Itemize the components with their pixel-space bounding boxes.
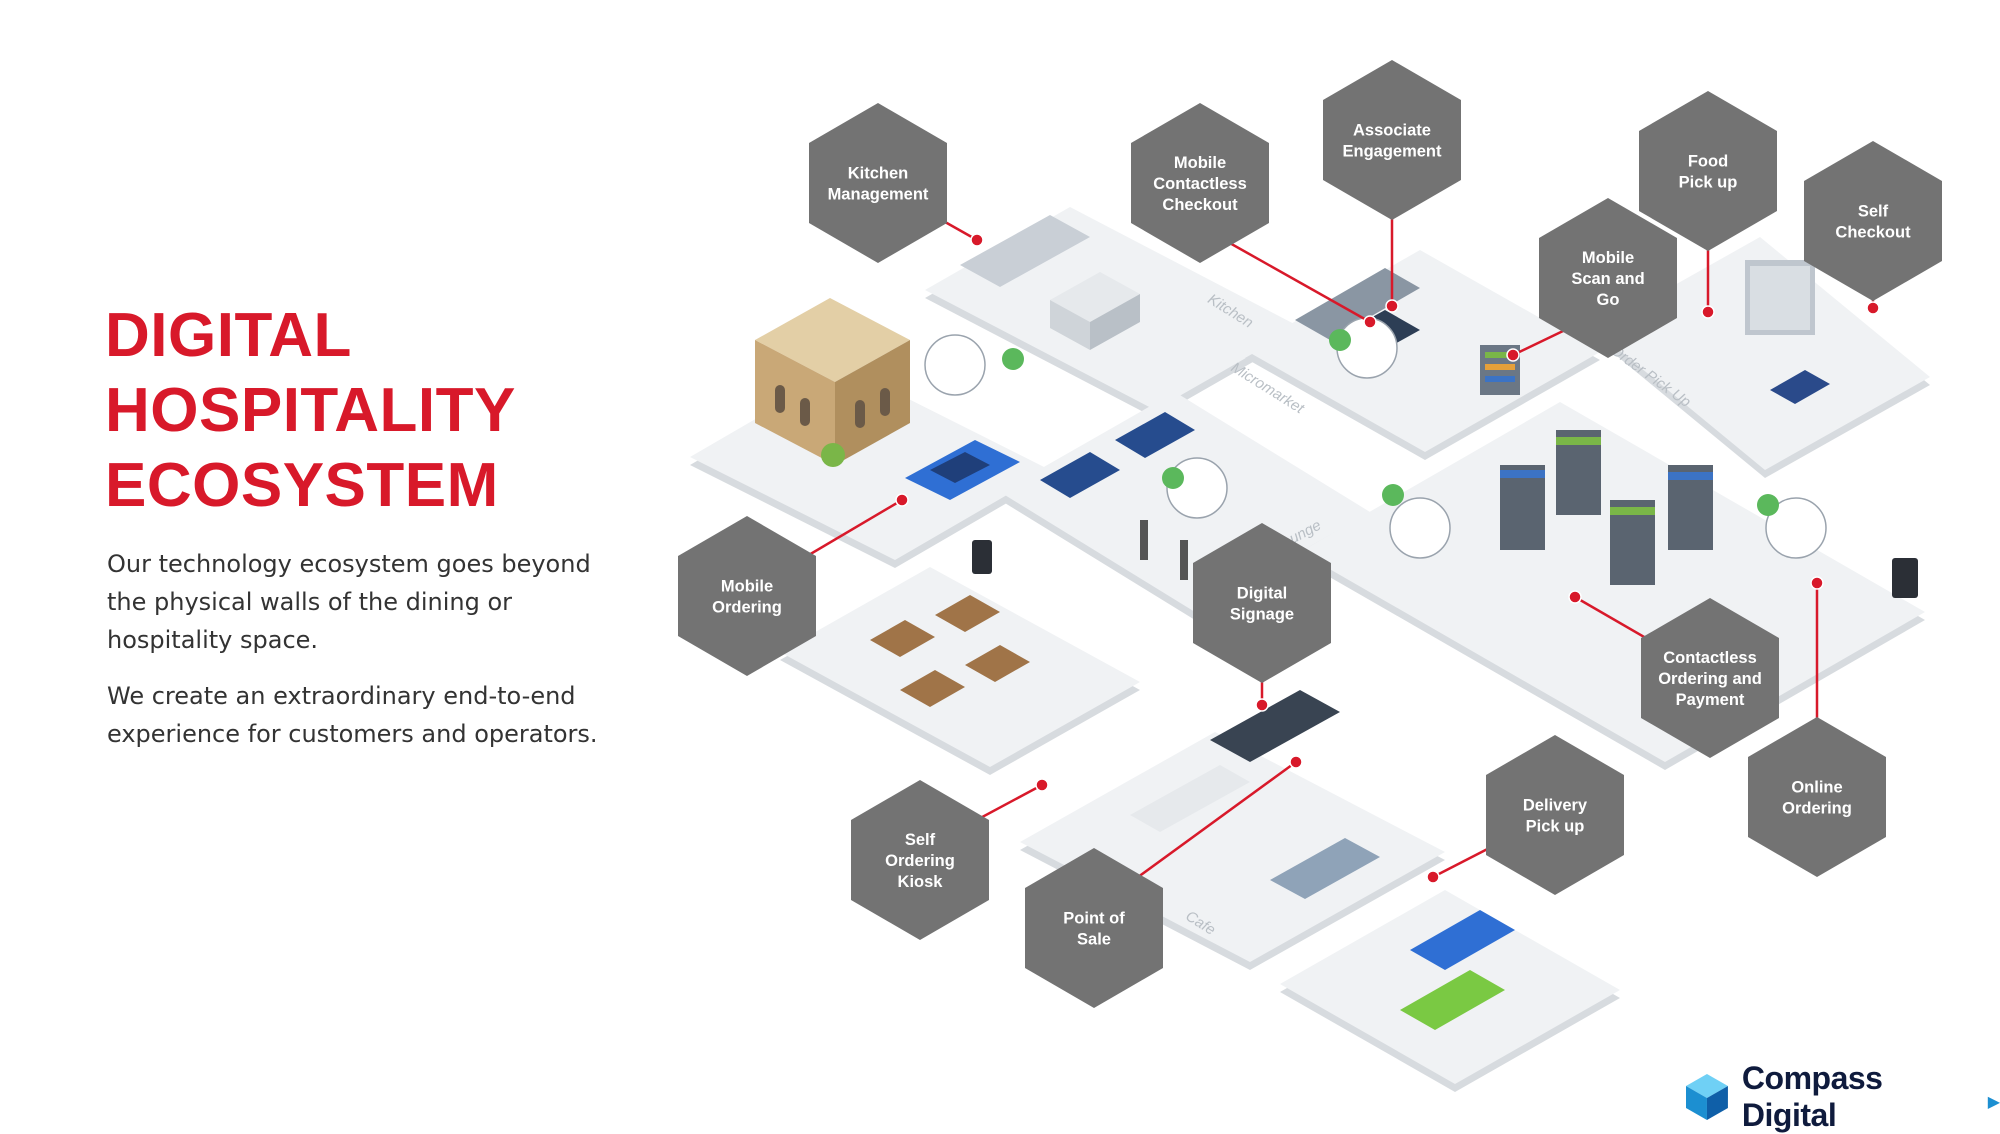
title-line-2: HOSPITALITY — [105, 376, 516, 445]
lounge-illustration — [1040, 412, 1195, 580]
callout-label-line: Digital — [1237, 585, 1287, 603]
callout-label-line: Management — [828, 186, 929, 204]
connector-dot — [1866, 301, 1880, 315]
callout-label-line: Ordering — [712, 599, 782, 617]
callout-label-line: Point of — [1063, 910, 1125, 928]
callout-label-line: Food — [1688, 153, 1728, 171]
connector-dot — [1426, 870, 1440, 884]
connector-dot — [1255, 698, 1269, 712]
connector-dot — [895, 493, 909, 507]
callouts: KitchenManagementMobileContactlessChecko… — [678, 60, 1942, 1008]
car-blue-illustration — [905, 440, 1020, 500]
connector-dot — [1363, 315, 1377, 329]
callout-hexagon — [809, 103, 947, 263]
callout-label-line: Ordering — [885, 852, 955, 870]
floor-cafe — [1020, 732, 1445, 970]
callout-label-line: Ordering and — [1658, 670, 1762, 688]
callout-label-line: Checkout — [1835, 224, 1911, 242]
callout-label-line: Pick up — [1526, 818, 1585, 836]
connector-dot — [1385, 299, 1399, 313]
connector-dot — [1035, 778, 1049, 792]
callout-label-line: Online — [1791, 779, 1842, 797]
callout-label-line: Engagement — [1342, 143, 1442, 161]
callout-label-line: Self — [1858, 203, 1889, 221]
callout-label-line: Kitchen — [848, 165, 909, 183]
kitchen-illustration — [960, 215, 1140, 350]
connector-dot — [1568, 590, 1582, 604]
intro-paragraph-2: We create an extraordinary end-to-end ex… — [107, 682, 598, 748]
callout-label-line: Mobile — [1582, 249, 1634, 267]
callout-label-line: Associate — [1353, 122, 1431, 140]
callout-label-line: Contactless — [1663, 649, 1757, 667]
callout-label-line: Contactless — [1153, 175, 1247, 193]
connector-dot — [1506, 348, 1520, 362]
callout-label-line: Ordering — [1782, 800, 1852, 818]
scene-illustrations — [755, 215, 1918, 1030]
callout-hexagon — [1323, 60, 1461, 220]
callout-label-line: Signage — [1230, 606, 1294, 624]
floor-order-pickup — [1595, 237, 1930, 478]
callout-hexagon — [1748, 717, 1886, 877]
title-line-1: DIGITAL — [105, 301, 352, 370]
check-bubbles — [924, 317, 1827, 559]
connector-line — [1111, 760, 1297, 898]
callout-hexagon — [1486, 735, 1624, 895]
callout-label-line: Go — [1597, 291, 1620, 309]
qr-kiosk-sign — [972, 540, 1918, 598]
callout-hexagon — [1804, 141, 1942, 301]
callout-label-line: Mobile — [721, 578, 773, 596]
callout-label-line: Mobile — [1174, 154, 1226, 172]
brand-logo: Compass Digital ▶ — [1686, 1060, 2000, 1134]
library-shelves-illustration — [1500, 430, 1713, 585]
intro-paragraph-1: Our technology ecosystem goes beyond the… — [107, 550, 591, 654]
connector-dot — [1810, 576, 1824, 590]
callout-label-line: Sale — [1077, 931, 1111, 949]
cafe-illustration — [1130, 690, 1380, 899]
connector-dot — [970, 233, 984, 247]
brand-name: Compass Digital — [1741, 1060, 1883, 1133]
page-title: DIGITAL HOSPITALITY ECOSYSTEM — [105, 298, 516, 523]
cube-logo-icon — [1686, 1074, 1728, 1120]
title-line-3: ECOSYSTEM — [105, 451, 499, 520]
cars-parking-illustration — [1400, 910, 1515, 1030]
callout-label-line: Pick up — [1679, 174, 1738, 192]
play-arrow-icon: ▶ — [1987, 1094, 2000, 1111]
order-pickup-illustration — [1745, 260, 1830, 404]
connector-dot — [1289, 755, 1303, 769]
building-illustration — [755, 298, 910, 467]
callout-label-line: Self — [905, 831, 936, 849]
callout-label-line: Kiosk — [898, 873, 944, 891]
intro-text: Our technology ecosystem goes beyond the… — [107, 545, 627, 771]
connector-dot — [1701, 305, 1715, 319]
floor-seating — [780, 567, 1140, 775]
callout-label-line: Delivery — [1523, 797, 1588, 815]
callout-label-line: Payment — [1676, 691, 1745, 709]
seating-illustration — [870, 595, 1030, 707]
callout-hexagon — [1639, 91, 1777, 251]
callout-label-line: Scan and — [1571, 270, 1644, 288]
callout-point-of-sale: Point of Sale — [1025, 755, 1303, 1008]
floor-main-hall — [1300, 402, 1925, 770]
callout-label-line: Checkout — [1162, 196, 1238, 214]
